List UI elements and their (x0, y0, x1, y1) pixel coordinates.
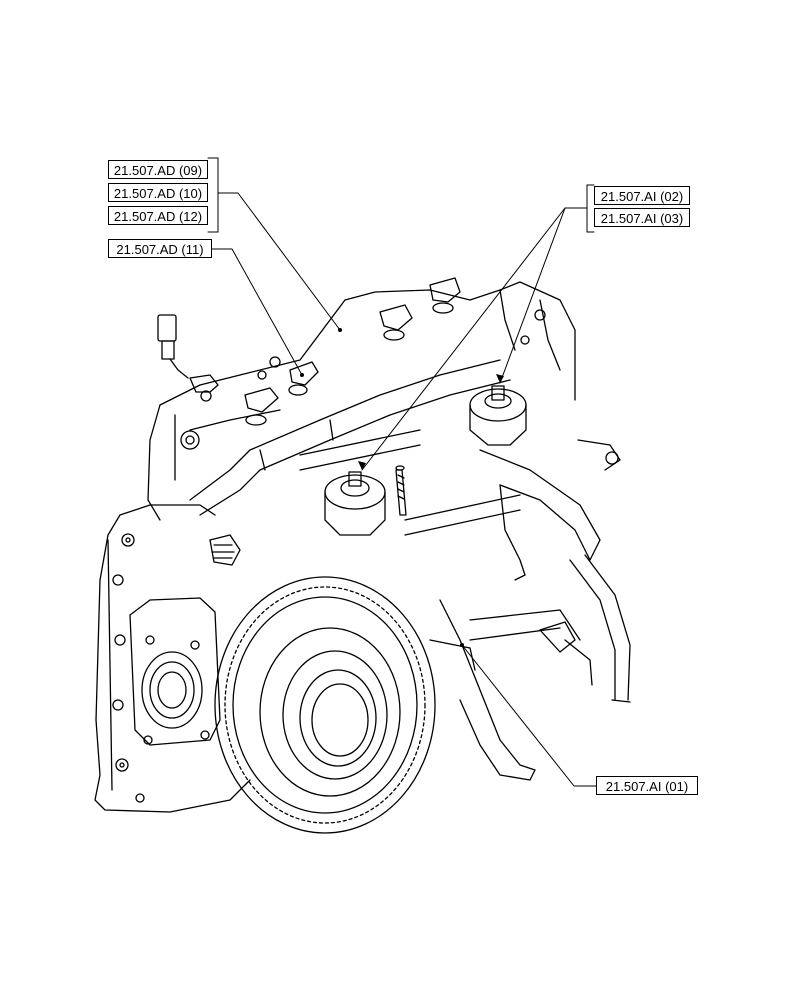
callout-label-21-507-ad-09[interactable]: 21.507.AD (09) (108, 160, 208, 179)
leader-arrowheads (300, 328, 504, 647)
shift-rods (299, 429, 621, 686)
long-bolt (395, 465, 407, 516)
side-pipe (569, 554, 631, 703)
callout-label-21-507-ad-11[interactable]: 21.507.AD (11) (108, 239, 212, 258)
callout-label-21-507-ad-12[interactable]: 21.507.AD (12) (108, 206, 208, 225)
small-gear (209, 534, 241, 566)
callout-label-21-507-ai-01[interactable]: 21.507.AI (01) (596, 776, 698, 795)
leader-lines (207, 157, 597, 787)
callout-label-21-507-ad-10[interactable]: 21.507.AD (10) (108, 183, 208, 202)
top-valve-caps (244, 277, 461, 426)
electrical-connector (157, 314, 219, 402)
shift-actuator-disc-left (324, 471, 386, 536)
upper-housing (147, 281, 576, 521)
shift-fork-lower (429, 599, 536, 781)
callout-label-21-507-ai-03[interactable]: 21.507.AI (03) (594, 208, 690, 227)
gearbox-housing-plate (94, 504, 251, 813)
shift-fork-right (479, 449, 601, 581)
bearing-housing (129, 597, 221, 746)
callout-label-21-507-ai-02[interactable]: 21.507.AI (02) (594, 186, 690, 205)
ring-gear (214, 576, 436, 834)
shift-bracket (189, 359, 511, 516)
shift-actuator-disc-right (469, 385, 527, 446)
